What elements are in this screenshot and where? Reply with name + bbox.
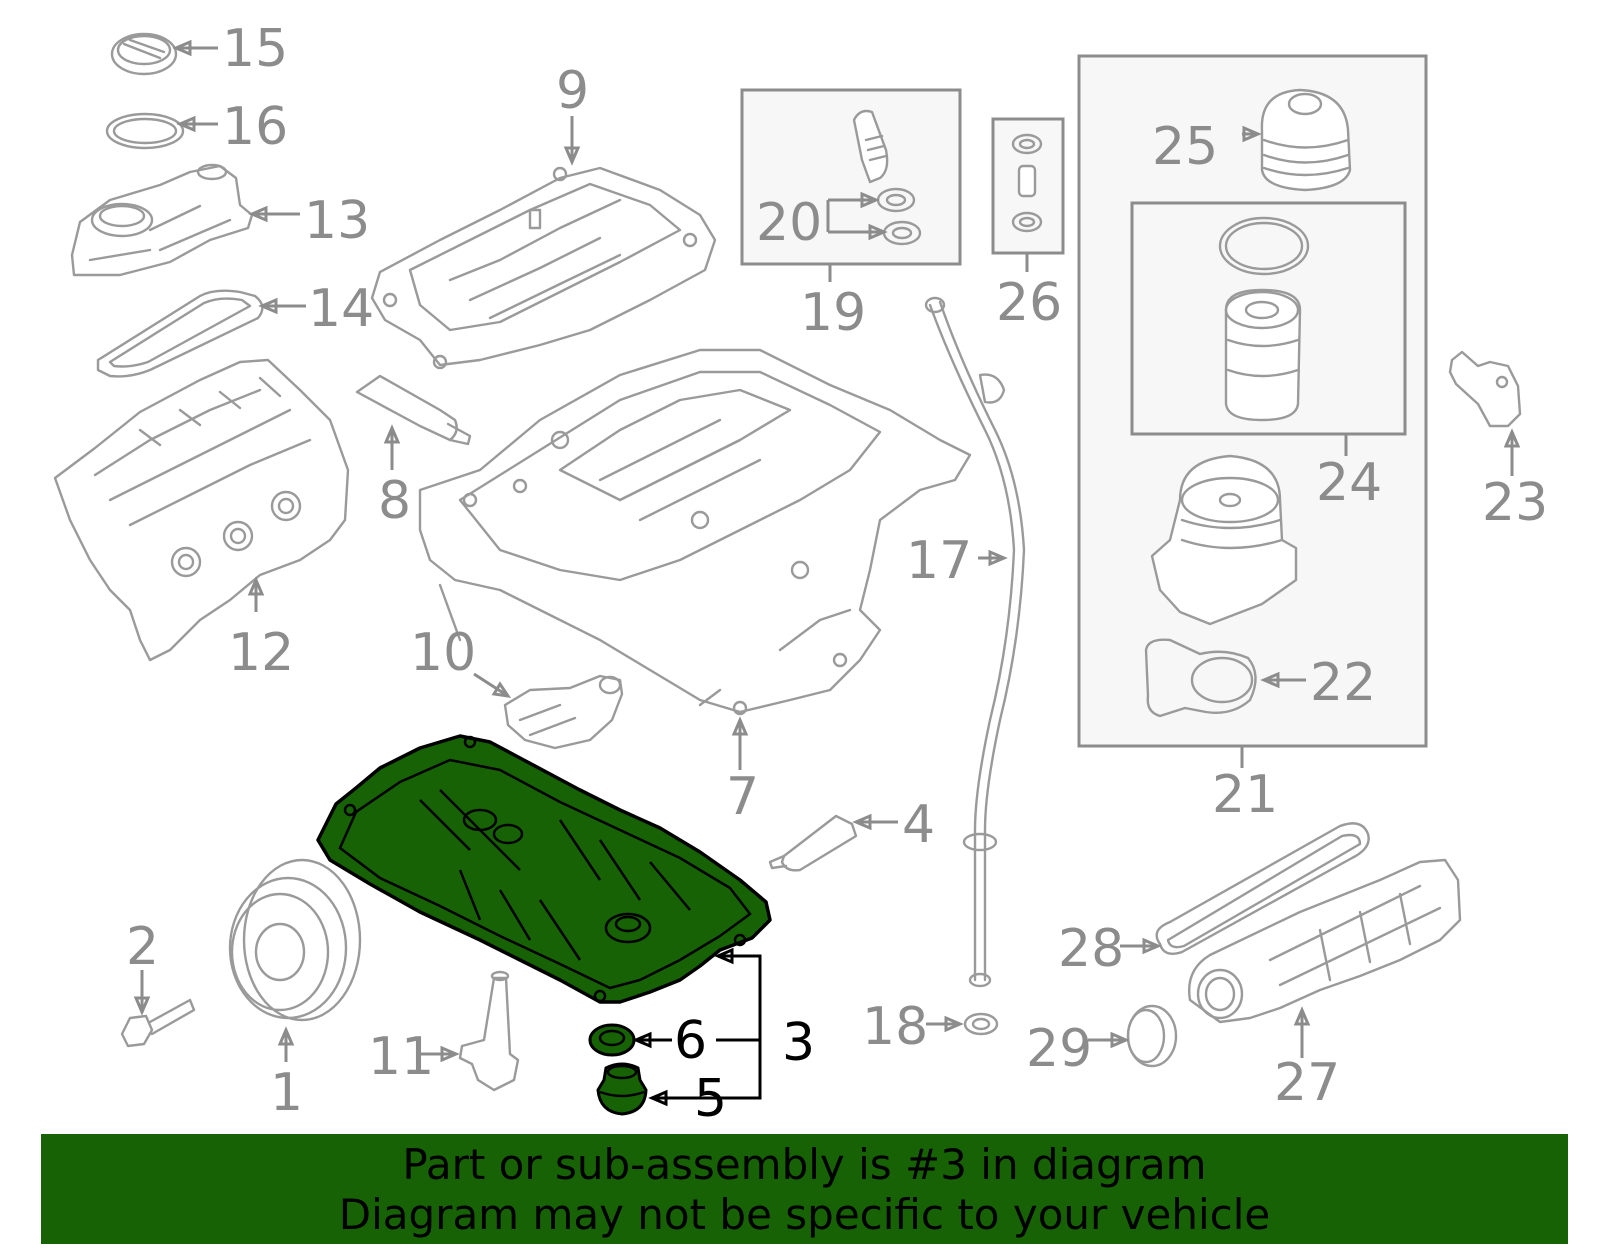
callout-5: 5 <box>694 1069 727 1129</box>
leader-lines <box>133 39 1521 1107</box>
part-22-gasket[interactable] <box>1144 638 1257 718</box>
callout-27: 27 <box>1274 1053 1340 1113</box>
part-6-drain-seal[interactable] <box>588 1023 636 1057</box>
callout-13: 13 <box>304 191 370 251</box>
callout-19: 19 <box>800 283 866 343</box>
callout-14: 14 <box>308 279 374 339</box>
part-15-cap[interactable] <box>110 32 178 76</box>
callout-12: 12 <box>228 623 294 683</box>
part-16-seal-ring[interactable] <box>105 112 185 150</box>
callout-22: 22 <box>1310 653 1376 713</box>
part-29-seal[interactable] <box>1126 1004 1178 1068</box>
part-17-dipstick-tube[interactable] <box>924 296 1026 988</box>
callout-26: 26 <box>996 273 1062 333</box>
part-5-drain-plug[interactable] <box>596 1062 648 1116</box>
callout-20: 20 <box>756 193 822 253</box>
part-13-filler-housing[interactable] <box>70 163 254 277</box>
callout-29: 29 <box>1026 1019 1092 1079</box>
part-26-seal-kit[interactable] <box>1011 133 1043 233</box>
callout-18: 18 <box>862 997 928 1057</box>
part-19-group-box <box>740 88 962 266</box>
part-7-oil-pan-upper[interactable] <box>418 348 972 716</box>
callout-labels: 15 16 13 14 9 8 12 10 7 17 20 19 26 25 2… <box>126 19 1548 1129</box>
part-24-oil-filter[interactable] <box>1218 216 1310 422</box>
part-9-baffle-plate[interactable] <box>370 166 717 370</box>
part-4-sealant-tube[interactable] <box>768 814 858 872</box>
callout-21: 21 <box>1212 765 1278 825</box>
callout-6: 6 <box>674 1011 707 1071</box>
callout-2: 2 <box>126 917 159 977</box>
callout-10: 10 <box>410 623 476 683</box>
part-27-cover[interactable] <box>1188 858 1462 1024</box>
part-3-oil-pan[interactable] <box>316 734 772 1004</box>
callout-11: 11 <box>368 1027 434 1087</box>
callout-23: 23 <box>1482 473 1548 533</box>
callout-17: 17 <box>906 531 972 591</box>
part-1-pulley[interactable] <box>228 858 362 1022</box>
callout-15: 15 <box>222 19 288 79</box>
callout-3: 3 <box>782 1013 815 1073</box>
part-18-washer[interactable] <box>963 1012 999 1036</box>
callout-4: 4 <box>902 795 935 855</box>
callout-9: 9 <box>556 61 589 121</box>
part-14-gasket[interactable] <box>96 289 264 378</box>
callout-16: 16 <box>222 97 288 157</box>
part-25-filter-cap[interactable] <box>1260 88 1352 192</box>
callout-24: 24 <box>1316 453 1382 513</box>
part-10-oil-pickup[interactable] <box>503 674 624 750</box>
part-12-cylinder-head[interactable] <box>53 358 350 662</box>
callout-25: 25 <box>1152 117 1218 177</box>
part-8-sealant-tube[interactable] <box>355 374 472 446</box>
part-2-bolt[interactable] <box>120 998 196 1048</box>
callout-7: 7 <box>726 767 759 827</box>
callout-8: 8 <box>378 471 411 531</box>
banner-line-1: Part or sub-assembly is #3 in diagram <box>402 1140 1207 1189</box>
part-11-level-sensor[interactable] <box>458 970 520 1092</box>
callout-1: 1 <box>270 1063 303 1123</box>
info-banner: Part or sub-assembly is #3 in diagram Di… <box>41 1134 1568 1244</box>
banner-line-2: Diagram may not be specific to your vehi… <box>338 1190 1271 1239</box>
callout-28: 28 <box>1058 919 1124 979</box>
part-21-filter-housing[interactable] <box>1150 454 1298 626</box>
part-28-gasket[interactable] <box>1155 822 1370 955</box>
part-19-banjo-bolt[interactable] <box>852 109 889 184</box>
part-23-bracket[interactable] <box>1448 350 1522 428</box>
